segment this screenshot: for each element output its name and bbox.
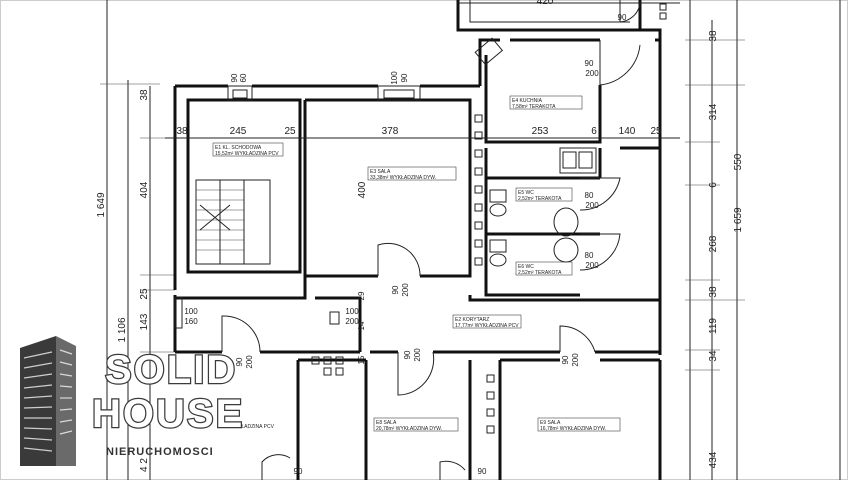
right-dims: 38 314 550 6 268 38 1 659 119 34 434	[708, 30, 744, 468]
vent1-b: 60	[239, 73, 248, 82]
dim-r-38a: 38	[708, 30, 719, 42]
logo-word-house: HOUSE	[91, 391, 245, 438]
dim-r-434: 434	[708, 451, 719, 468]
room-wc1-name: E5 WC	[518, 190, 534, 196]
dim-378: 378	[382, 126, 399, 137]
dim-r-34: 34	[708, 350, 719, 362]
dim-top: 420	[537, 0, 554, 7]
dim-140: 140	[619, 126, 636, 137]
dim-r-268: 268	[708, 235, 719, 252]
dim-25a: 25	[284, 126, 296, 137]
left-dims: 1 649 404 25 143 1 106 4 2 38 400	[96, 89, 368, 472]
top-structure	[456, 0, 680, 40]
dim-15: 15	[357, 355, 366, 364]
door-hall-a: 100	[184, 307, 198, 316]
door-wc1-a: 80	[585, 191, 594, 200]
room-sala-top-area: 33,38m² WYKŁADZINA DYW.	[370, 175, 436, 181]
door-ll-a: 90	[235, 357, 244, 366]
opening-labels: 90 60 100 90 90 200 80 200 80 200 90 90 …	[184, 13, 627, 476]
vent-shafts	[227, 37, 504, 101]
dim-25b: 25	[650, 126, 662, 137]
dim-r-1659: 1 659	[733, 207, 744, 232]
door-lm-a: 90	[403, 350, 412, 359]
dim-1649: 1 649	[96, 192, 107, 217]
building-logo-icon	[20, 336, 76, 466]
door-corr-b: 200	[401, 283, 410, 297]
dim-6: 6	[591, 126, 597, 137]
room-sala-left-area: WYKŁADZINA PCV	[230, 424, 275, 430]
top-right-90: 90	[618, 13, 627, 22]
door-ll-b: 200	[245, 355, 254, 369]
dim-r-38b: 38	[708, 286, 719, 298]
dim-25-left: 25	[139, 288, 150, 300]
left-dimension-lines	[100, 0, 175, 480]
room-wc2-area: 2,52m² TERAKOTA	[518, 270, 562, 276]
right-dimension-lines	[685, 0, 841, 480]
room-labels: E1 KL. SCHODOWA 15,52m² WYKŁADZINA PCV E…	[212, 95, 621, 432]
door-wc2-a: 80	[585, 251, 594, 260]
door-corr-a: 90	[391, 285, 400, 294]
room-wc1-area: 2,52m² TERAKOTA	[518, 196, 562, 202]
room-sala-mid-name: E8 SALA	[376, 420, 397, 426]
sanitary-fixtures	[489, 147, 597, 267]
door-wc1-b: 200	[585, 201, 599, 210]
dim-253: 253	[532, 126, 549, 137]
room-kl-area: 15,52m² WYKŁADZINA PCV	[215, 151, 279, 157]
room-wc2-name: E6 WC	[518, 264, 534, 270]
dim-29: 29	[357, 291, 366, 300]
dim-404: 404	[139, 181, 150, 198]
room-kuchnia-name: E4 KUCHNIA	[512, 98, 543, 104]
door-kitchen-a: 90	[585, 59, 594, 68]
room-sala-right-name: E9 SALA	[540, 420, 561, 426]
dim-1106: 1 106	[117, 317, 128, 342]
dim-r-119: 119	[708, 318, 719, 334]
vent2-b: 90	[400, 73, 409, 82]
room-kuchnia-area: 7,58m² TERAKOTA	[512, 104, 556, 110]
dim-42: 4 2	[139, 458, 150, 472]
duct-squares	[311, 114, 495, 434]
logo-word-solid: SOLID	[104, 347, 238, 394]
room-kl-name: E1 KL. SCHODOWA	[215, 145, 262, 151]
vent2-a: 100	[390, 71, 399, 85]
solid-house-logo: SOLID HOUSE NIERUCHOMOSCI	[10, 336, 260, 466]
bottom-left-90: 90	[294, 467, 303, 476]
doors	[174, 0, 641, 480]
door-wc2-b: 200	[585, 261, 599, 270]
dim-38: 38	[176, 126, 188, 137]
dim-38-left: 38	[139, 89, 150, 101]
dim-r-314: 314	[708, 103, 719, 120]
dim-r-6: 6	[708, 182, 719, 188]
dim-143: 143	[139, 313, 150, 330]
door-hall-b: 160	[184, 317, 198, 326]
dim-245: 245	[230, 126, 247, 137]
door-hall2-b: 200	[345, 317, 359, 326]
room-sala-right-area: 16,78m² WYKŁADZINA DYW.	[540, 426, 606, 432]
logo-tagline: NIERUCHOMOSCI	[106, 446, 214, 458]
door-kitchen-b: 200	[585, 69, 599, 78]
room-sala-top-name: E3 SALA	[370, 169, 391, 175]
vent1-a: 90	[230, 73, 239, 82]
door-lr-b: 200	[571, 353, 580, 367]
dim-r-550: 550	[733, 153, 744, 170]
room-korytarz-name: E2 KORYTARZ	[455, 317, 489, 323]
staircase	[195, 179, 271, 265]
dim-400: 400	[357, 181, 368, 198]
upper-row-dims: 38 245 25 378 253 6 140 25	[165, 126, 680, 139]
door-lm-b: 200	[413, 348, 422, 362]
room-sala-mid-area: 20,78m² WYKŁADZINA DYW.	[376, 426, 442, 432]
room-korytarz-area: 17,77m² WYKŁADZINA PCV	[455, 323, 519, 329]
bottom-mid-90: 90	[478, 467, 487, 476]
door-lr-a: 90	[561, 355, 570, 364]
door-hall2-a: 100	[345, 307, 359, 316]
dim-14: 14	[357, 321, 366, 330]
